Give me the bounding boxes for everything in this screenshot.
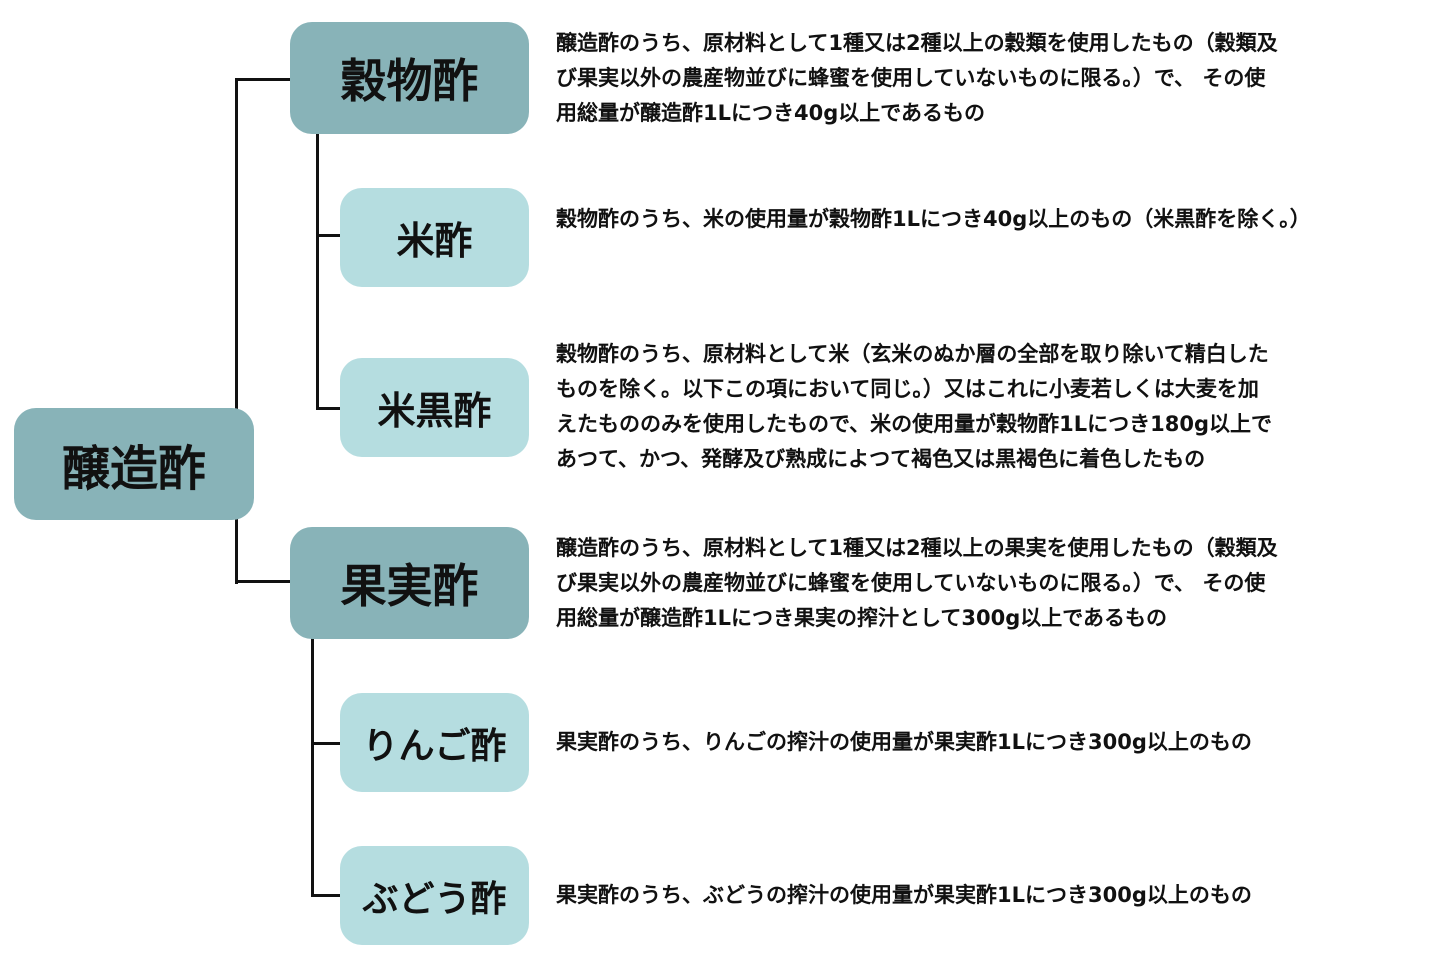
description-line: ものを除く。以下この項において同じ。）又はこれに小麦若しくは大麦を加 (556, 377, 1259, 401)
description-kokumotsusu: 醸造酢のうち、原材料として1種又は2種以上の穀類を使用したもの（穀類及 び果実以… (556, 26, 1278, 131)
description-line: 穀物酢のうち、米の使用量が穀物酢1Lにつき40g以上のもの（米黒酢を除く。） (556, 207, 1311, 231)
connector-line (235, 78, 291, 81)
node-kokumotsusu: 穀物酢 (290, 22, 529, 134)
description-line: 果実酢のうち、ぶどうの搾汁の使用量が果実酢1Lにつき300g以上のもの (556, 883, 1252, 907)
description-line: 果実酢のうち、りんごの搾汁の使用量が果実酢1Lにつき300g以上のもの (556, 730, 1252, 754)
description-ringosu: 果実酢のうち、りんごの搾汁の使用量が果実酢1Lにつき300g以上のもの (556, 725, 1252, 760)
description-line: あつて、かつ、発酵及び熟成によつて褐色又は黒褐色に着色したもの (556, 447, 1206, 471)
description-komekurosu: 穀物酢のうち、原材料として米（玄米のぬか層の全部を取り除いて精白した ものを除く… (556, 337, 1272, 477)
node-ringosu: りんご酢 (340, 693, 529, 792)
description-line: 醸造酢のうち、原材料として1種又は2種以上の果実を使用したもの（穀類及 (556, 536, 1278, 560)
connector-line (316, 407, 341, 410)
description-line: び果実以外の農産物並びに蜂蜜を使用していないものに限る。）で、 その使 (556, 66, 1266, 90)
node-komekurosu: 米黒酢 (340, 358, 529, 457)
node-kajitsusu: 果実酢 (290, 527, 529, 639)
description-komesu: 穀物酢のうち、米の使用量が穀物酢1Lにつき40g以上のもの（米黒酢を除く。） (556, 202, 1311, 237)
description-line: 用総量が醸造酢1Lにつき果実の搾汁として300g以上であるもの (556, 606, 1168, 630)
node-komesu: 米酢 (340, 188, 529, 287)
connector-line (311, 894, 341, 897)
description-line: えたもののみを使用したもので、米の使用量が穀物酢1Lにつき180g以上で (556, 412, 1273, 436)
node-jozosu: 醸造酢 (14, 408, 254, 520)
description-budosu: 果実酢のうち、ぶどうの搾汁の使用量が果実酢1Lにつき300g以上のもの (556, 878, 1252, 913)
description-line: 穀物酢のうち、原材料として米（玄米のぬか層の全部を取り除いて精白した (556, 342, 1269, 366)
description-line: 用総量が醸造酢1Lにつき40g以上であるもの (556, 101, 986, 125)
connector-line (311, 742, 341, 745)
connector-line (235, 580, 291, 583)
connector-line (316, 234, 341, 237)
connector-line (311, 638, 314, 897)
node-budosu: ぶどう酢 (340, 846, 529, 945)
description-line: 醸造酢のうち、原材料として1種又は2種以上の穀類を使用したもの（穀類及 (556, 31, 1278, 55)
description-line: び果実以外の農産物並びに蜂蜜を使用していないものに限る。）で、 その使 (556, 571, 1266, 595)
connector-line (316, 134, 319, 410)
connector-line (235, 78, 238, 584)
description-kajitsusu: 醸造酢のうち、原材料として1種又は2種以上の果実を使用したもの（穀類及 び果実以… (556, 531, 1278, 636)
